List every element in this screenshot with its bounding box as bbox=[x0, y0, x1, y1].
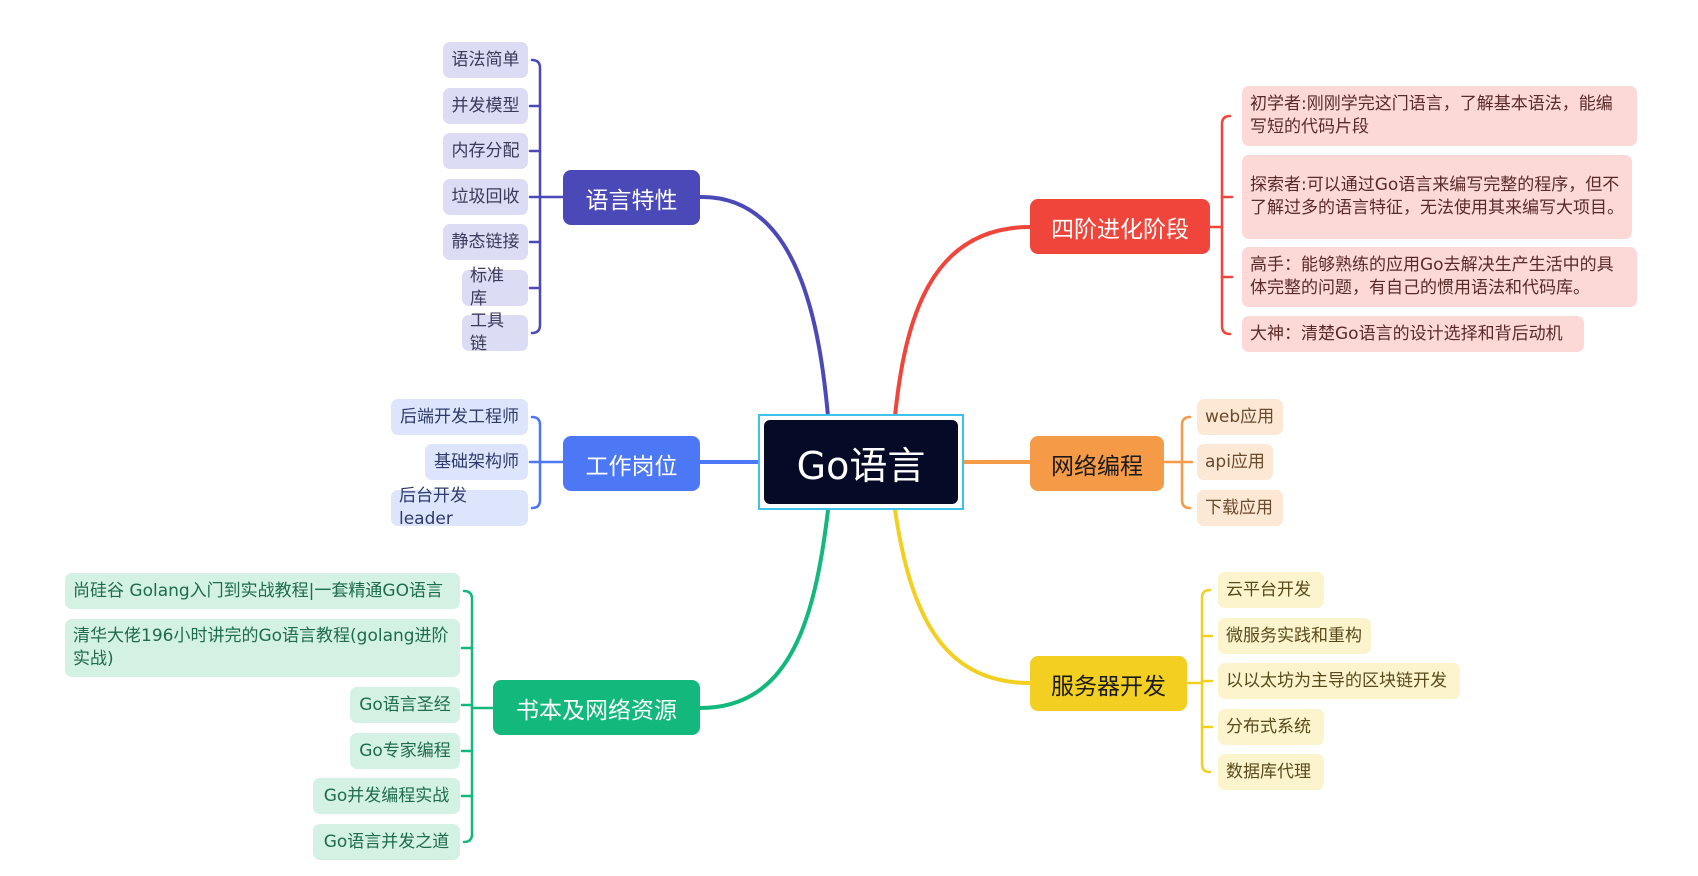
stage-item[interactable]: 初学者:刚刚学完这门语言，了解基本语法，能编写短的代码片段 bbox=[1242, 86, 1637, 146]
feature-item[interactable]: 静态链接 bbox=[443, 224, 528, 260]
server-item[interactable]: 分布式系统 bbox=[1218, 709, 1324, 745]
stage-item[interactable]: 高手：能够熟练的应用Go去解决生产生活中的具体完整的问题，有自己的惯用语法和代码… bbox=[1242, 247, 1637, 307]
features-connector bbox=[698, 194, 830, 418]
feature-item[interactable]: 并发模型 bbox=[443, 88, 528, 124]
root-node[interactable]: Go语言 bbox=[758, 414, 964, 510]
job-item[interactable]: 基础架构师 bbox=[425, 444, 528, 480]
resource-item[interactable]: 尚硅谷 Golang入门到实战教程|一套精通GO语言 bbox=[65, 573, 460, 609]
resource-item[interactable]: Go并发编程实战 bbox=[313, 778, 460, 814]
stages-bracket bbox=[1220, 114, 1232, 336]
root-label: Go语言 bbox=[764, 420, 958, 504]
network-item[interactable]: 下载应用 bbox=[1197, 490, 1283, 526]
stages-connector bbox=[893, 225, 1032, 418]
server-connector bbox=[893, 508, 1032, 685]
resources-bracket bbox=[462, 589, 474, 844]
topic-network-programming[interactable]: 网络编程 bbox=[1030, 436, 1164, 491]
feature-item[interactable]: 垃圾回收 bbox=[443, 179, 528, 215]
server-item[interactable]: 以以太坊为主导的区块链开发 bbox=[1218, 663, 1460, 699]
topic-evolution-stages[interactable]: 四阶进化阶段 bbox=[1030, 199, 1210, 254]
job-item[interactable]: 后端开发工程师 bbox=[391, 399, 528, 435]
resource-item[interactable]: Go语言圣经 bbox=[350, 687, 460, 723]
resource-item[interactable]: Go语言并发之道 bbox=[313, 824, 460, 860]
topic-job-positions[interactable]: 工作岗位 bbox=[563, 436, 700, 491]
server-item[interactable]: 云平台开发 bbox=[1218, 572, 1324, 608]
topic-books-and-resources[interactable]: 书本及网络资源 bbox=[493, 680, 700, 735]
job-item[interactable]: 后台开发leader bbox=[391, 486, 528, 529]
feature-item[interactable]: 内存分配 bbox=[443, 133, 528, 169]
feature-item[interactable]: 工具链 bbox=[462, 311, 528, 354]
feature-item[interactable]: 语法简单 bbox=[443, 42, 528, 78]
network-item[interactable]: web应用 bbox=[1197, 399, 1283, 435]
topic-server-development[interactable]: 服务器开发 bbox=[1030, 656, 1187, 711]
resource-item[interactable]: 清华大佬196小时讲完的Go语言教程(golang进阶实战) bbox=[65, 619, 460, 677]
stage-item[interactable]: 探索者:可以通过Go语言来编写完整的程序，但不了解过多的语言特征，无法使用其来编… bbox=[1242, 155, 1632, 239]
resources-connector bbox=[698, 508, 830, 710]
resource-item[interactable]: Go专家编程 bbox=[350, 733, 460, 769]
topic-language-features[interactable]: 语言特性 bbox=[563, 170, 700, 225]
network-item[interactable]: api应用 bbox=[1197, 444, 1273, 480]
server-item[interactable]: 数据库代理 bbox=[1218, 754, 1324, 790]
server-item[interactable]: 微服务实践和重构 bbox=[1218, 618, 1371, 654]
stage-item[interactable]: 大神：清楚Go语言的设计选择和背后动机 bbox=[1242, 316, 1584, 352]
feature-item[interactable]: 标准库 bbox=[462, 266, 528, 309]
